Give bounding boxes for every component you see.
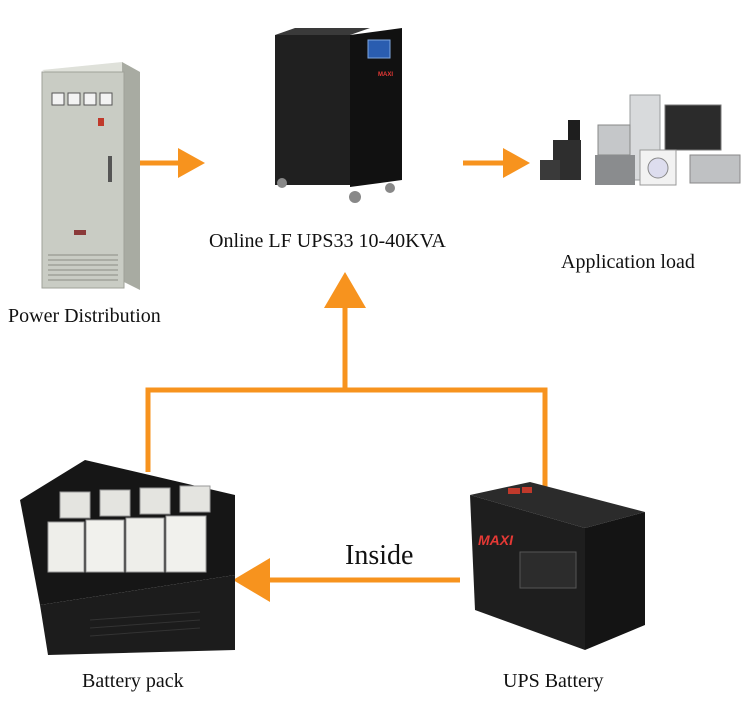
battery-brand-logo: MAXI [478, 532, 514, 548]
inside-label: Inside [345, 540, 414, 571]
ups-tower: MAXI [275, 28, 402, 203]
battery-to-ups-line [145, 300, 548, 490]
ups-brand-logo: MAXI [378, 72, 393, 78]
battery-pack-cabinet [20, 460, 235, 655]
power-distribution-cabinet [41, 62, 140, 290]
ups-to-load-arrowhead [503, 148, 530, 178]
ups-battery: MAXI [470, 482, 645, 650]
power-distribution-label: Power Distribution [8, 305, 161, 327]
arrowheads [178, 148, 530, 602]
appliances-group [540, 94, 741, 186]
application-load-label: Application load [561, 251, 695, 273]
ups-label: Online LF UPS33 10-40KVA [209, 230, 446, 252]
connectors [137, 160, 548, 583]
battery-pack-label: Battery pack [82, 670, 184, 692]
up-arrowhead [324, 272, 366, 308]
power-to-ups-arrowhead [178, 148, 205, 178]
inside-arrowhead [233, 558, 270, 602]
ups-battery-label: UPS Battery [503, 670, 604, 692]
